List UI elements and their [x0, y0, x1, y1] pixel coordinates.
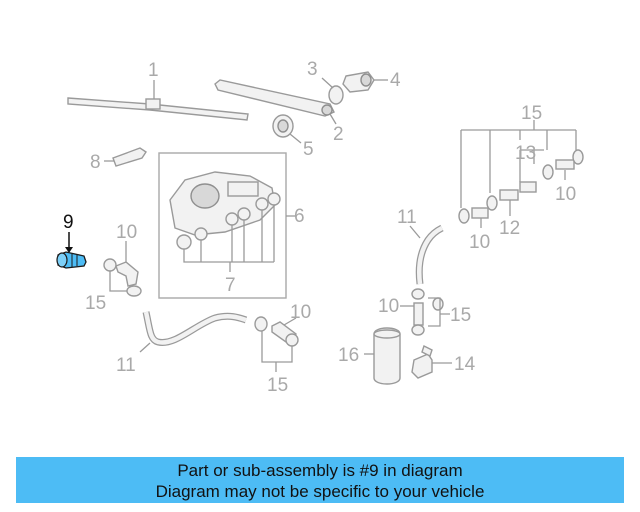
parts-diagram: 1 2 3 4 5 8 [56, 59, 584, 396]
washer-hose-upper [409, 224, 444, 285]
arm-cap [321, 77, 344, 105]
wiper-arm [214, 79, 337, 125]
label-15-b: 15 [267, 375, 288, 396]
highlighted-part-9[interactable] [56, 232, 87, 269]
label-8: 8 [90, 152, 101, 173]
label-15-d: 15 [450, 305, 471, 326]
label-4: 4 [390, 70, 401, 91]
label-2: 2 [333, 124, 344, 145]
right-upper-connector-group [458, 120, 584, 228]
label-15-c: 15 [521, 103, 542, 124]
label-1: 1 [148, 60, 159, 81]
wiper-motor-box [158, 152, 296, 299]
grommet [272, 114, 302, 144]
label-11-b: 11 [397, 207, 417, 228]
washer-reservoir [364, 327, 401, 385]
label-6: 6 [294, 206, 305, 227]
label-13: 13 [515, 143, 536, 164]
label-10-b: 10 [290, 302, 311, 323]
caption-line-2: Diagram may not be specific to your vehi… [155, 482, 485, 501]
label-3: 3 [307, 59, 318, 80]
washer-pump [411, 345, 452, 379]
caption-bar: Part or sub-assembly is #9 in diagram Di… [16, 457, 624, 503]
label-10-a: 10 [116, 222, 137, 243]
label-12: 12 [499, 218, 520, 239]
label-11-a: 11 [116, 355, 136, 376]
label-15-a: 15 [85, 293, 106, 314]
part-7-leaders [183, 205, 275, 272]
middle-connector-group [254, 316, 299, 372]
caption-line-1: Part or sub-assembly is #9 in diagram [177, 461, 463, 480]
label-5: 5 [303, 139, 314, 160]
right-lower-connector-group [400, 288, 450, 336]
label-10-c: 10 [555, 184, 576, 205]
label-14: 14 [454, 354, 476, 375]
arm-nut [342, 71, 388, 93]
label-9: 9 [63, 212, 74, 233]
washer-nozzle [104, 147, 147, 167]
wiper-blade [67, 80, 249, 121]
label-7: 7 [225, 275, 236, 296]
left-connector-group [103, 241, 142, 297]
label-10-e: 10 [378, 296, 399, 317]
washer-hose-lower [139, 311, 248, 353]
label-10-d: 10 [469, 232, 490, 253]
label-16: 16 [338, 345, 359, 366]
